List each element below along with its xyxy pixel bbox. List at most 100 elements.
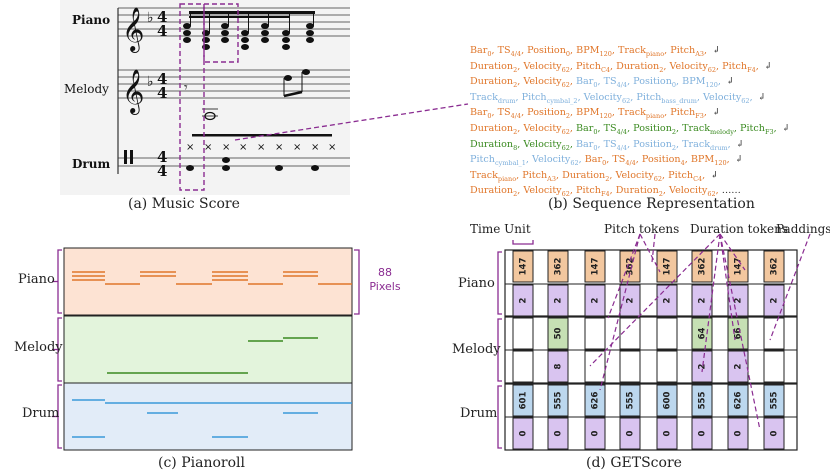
return-arrow-icon: ↲	[763, 60, 772, 72]
grid-cell-value: 600	[663, 392, 673, 410]
token-value: cymbal_1	[494, 159, 526, 168]
token-value: F4	[600, 190, 610, 199]
grid-track-melody: Melody	[452, 342, 501, 357]
sequence-token: Trackpiano,	[618, 107, 671, 121]
grid-cell-value: 2	[698, 297, 708, 303]
sequence-token: TS4/4,	[612, 154, 642, 168]
token-name: BPM	[576, 45, 600, 56]
grid-cell-value: 362	[626, 258, 636, 276]
sequence-token: Duration2,	[470, 122, 524, 136]
grid-cell	[691, 384, 713, 417]
token-name: Track	[682, 138, 711, 150]
token-name: Position	[633, 76, 672, 88]
sequence-token: BPM120,	[682, 76, 725, 90]
sequence-token: Duration2,	[562, 169, 616, 183]
time-signature-icon: 4	[157, 148, 167, 166]
token-value: 62	[621, 96, 631, 105]
grid-cell-value: 0	[591, 430, 601, 436]
grid-cell	[547, 417, 569, 450]
grid-cell-value: 64	[698, 328, 708, 340]
sequence-token: BPM120,	[576, 45, 619, 58]
token-value: 2	[513, 81, 518, 90]
sequence-token: Trackpiano,	[618, 45, 671, 58]
grid-cell-value: 601	[519, 392, 529, 410]
annotation-pointer	[719, 233, 761, 431]
token-value: 62	[561, 65, 570, 74]
cymbal-x-icon: ×	[239, 142, 247, 153]
note-head	[282, 37, 290, 43]
token-value: 2	[513, 127, 518, 136]
rest-icon: 𝄾	[184, 80, 188, 96]
pixels-label-number: 88	[378, 266, 392, 279]
token-value: drum	[710, 143, 728, 152]
beam	[249, 11, 315, 14]
time-signature-icon: 4	[157, 22, 167, 40]
sequence-token: PitchC4,	[576, 60, 617, 74]
annot-duration-tokens: Duration tokens	[690, 222, 788, 236]
token-value: 2	[671, 127, 677, 136]
annotation-pointer	[639, 233, 661, 273]
token-name: Bar	[584, 154, 603, 166]
token-value: 0	[487, 49, 492, 58]
caption-pianoroll: (c) Pianoroll	[158, 455, 245, 471]
grid-cell	[619, 417, 641, 450]
sequence-token: Pitchbass_drum,	[636, 91, 703, 105]
sequence-token: Pitchcymbal_2,	[521, 91, 584, 105]
grid-cell	[584, 284, 606, 317]
beam	[189, 16, 289, 18]
time-signature-icon: 4	[157, 70, 167, 88]
annotation-pointer	[599, 233, 641, 391]
token-name: TS	[603, 138, 617, 150]
token-value: C4	[693, 174, 703, 183]
grid-cell	[584, 417, 606, 450]
note-head	[183, 23, 191, 29]
flat-icon: ♭	[147, 74, 154, 90]
token-value: 4/4	[616, 143, 628, 152]
note-head	[183, 37, 191, 43]
token-value: 2	[513, 190, 518, 199]
grid-cell-value: 555	[626, 392, 636, 410]
token-name: Velocity	[669, 60, 708, 72]
annot-paddings: Paddings	[776, 222, 830, 236]
sequence-token: PitchF4,	[576, 185, 616, 199]
sequence-token: Velocity62,	[532, 154, 585, 168]
grid-cell-value: 0	[626, 430, 636, 436]
token-value: 2	[513, 65, 518, 74]
sequence-token: Velocity62,	[669, 60, 723, 74]
grid-cell	[619, 350, 641, 383]
token-name: Pitch	[470, 154, 495, 166]
sequence-token: Duration2,	[616, 60, 670, 74]
grid-cell-value: 8	[554, 363, 564, 369]
token-value: drum	[497, 96, 516, 105]
sequence-token: Bar0,	[584, 154, 613, 168]
grid-cell-value: 147	[519, 258, 529, 276]
annotation-pointer	[769, 233, 811, 341]
roll-drum-lane	[63, 382, 353, 451]
grid-cell	[691, 250, 713, 283]
drum-note-head	[311, 165, 319, 171]
token-name: Track	[470, 169, 498, 181]
note-head	[183, 30, 191, 36]
roll-track-piano: Piano	[18, 272, 55, 287]
sequence-token: Position0,	[527, 45, 577, 58]
cymbal-x-icon: ×	[328, 142, 336, 153]
token-name: Velocity	[523, 185, 562, 197]
sequence-token: Velocity62,	[523, 122, 576, 136]
return-arrow-icon: ↲	[735, 138, 744, 150]
token-value: 4/4	[625, 159, 636, 168]
grid-cell	[763, 317, 785, 350]
grid-cell-value: 626	[734, 392, 744, 410]
token-name: Velocity	[615, 169, 654, 181]
sequence-token: PitchA3,	[522, 169, 563, 183]
flat-icon: ♭	[147, 10, 154, 26]
sequence-token: PitchF3,	[670, 107, 710, 121]
sequence-token: Duration2,	[615, 185, 670, 199]
sequence-ellipsis: ……	[721, 185, 741, 197]
percussion-clef-icon	[124, 150, 127, 164]
token-name: Bar	[576, 122, 594, 134]
grid-cell-value: 147	[591, 258, 601, 276]
annotation-pointer	[651, 233, 656, 263]
note-head	[221, 23, 229, 29]
